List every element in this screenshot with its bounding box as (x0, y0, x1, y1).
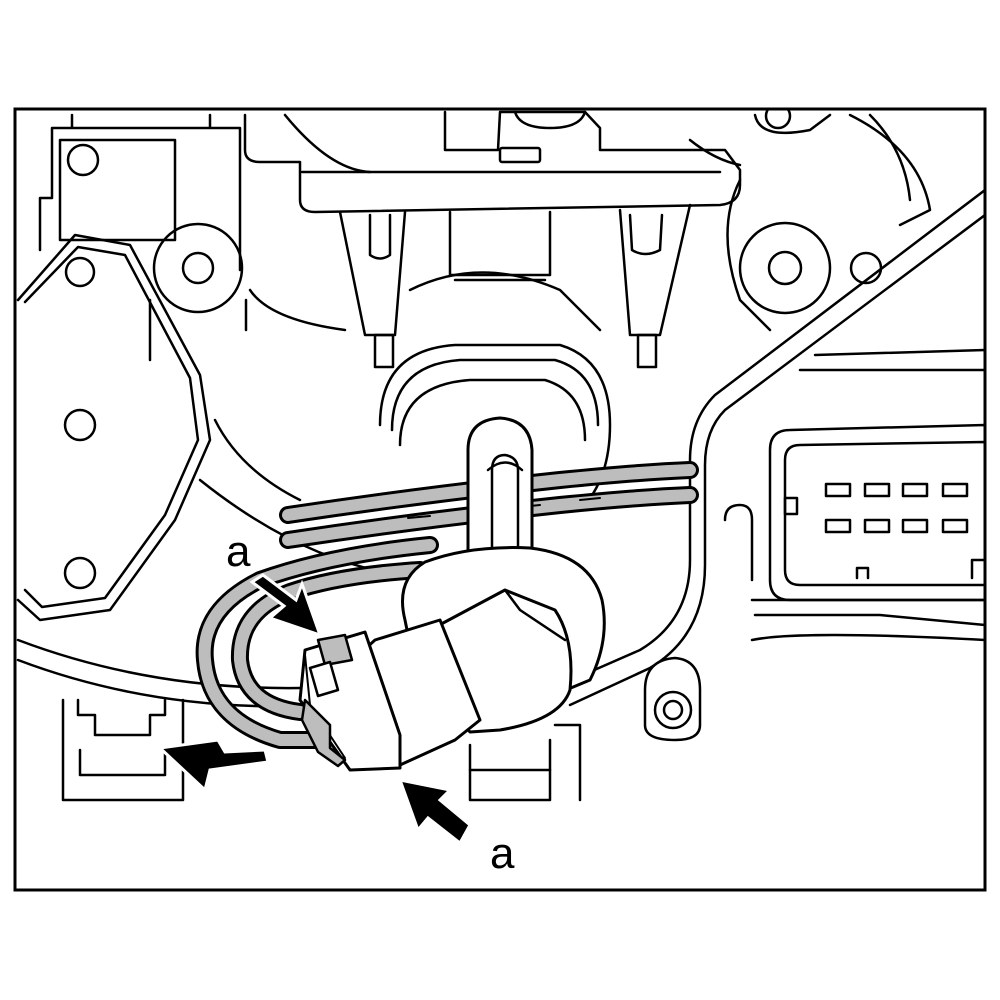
upper-left-bracket (38, 113, 242, 272)
right-mounting-boss (726, 109, 932, 332)
callout-a-upper: a (226, 527, 251, 576)
connector-pins (824, 482, 969, 534)
wiring-harness-loop (195, 536, 439, 749)
callout-a-lower: a (490, 829, 515, 878)
release-tab-icon[interactable] (300, 633, 354, 768)
left-mounting-boss (148, 222, 248, 362)
multi-pin-connector (768, 423, 985, 602)
upper-housing (243, 110, 742, 369)
pull-arrow-icon (156, 738, 270, 793)
push-arrow-icon (249, 573, 323, 638)
left-flange-plate (16, 233, 212, 622)
lower-right-bolt (643, 656, 702, 742)
sensor-stem (466, 416, 534, 577)
push-arrow-icon (397, 778, 472, 846)
wiring-harness-upper (279, 461, 699, 549)
